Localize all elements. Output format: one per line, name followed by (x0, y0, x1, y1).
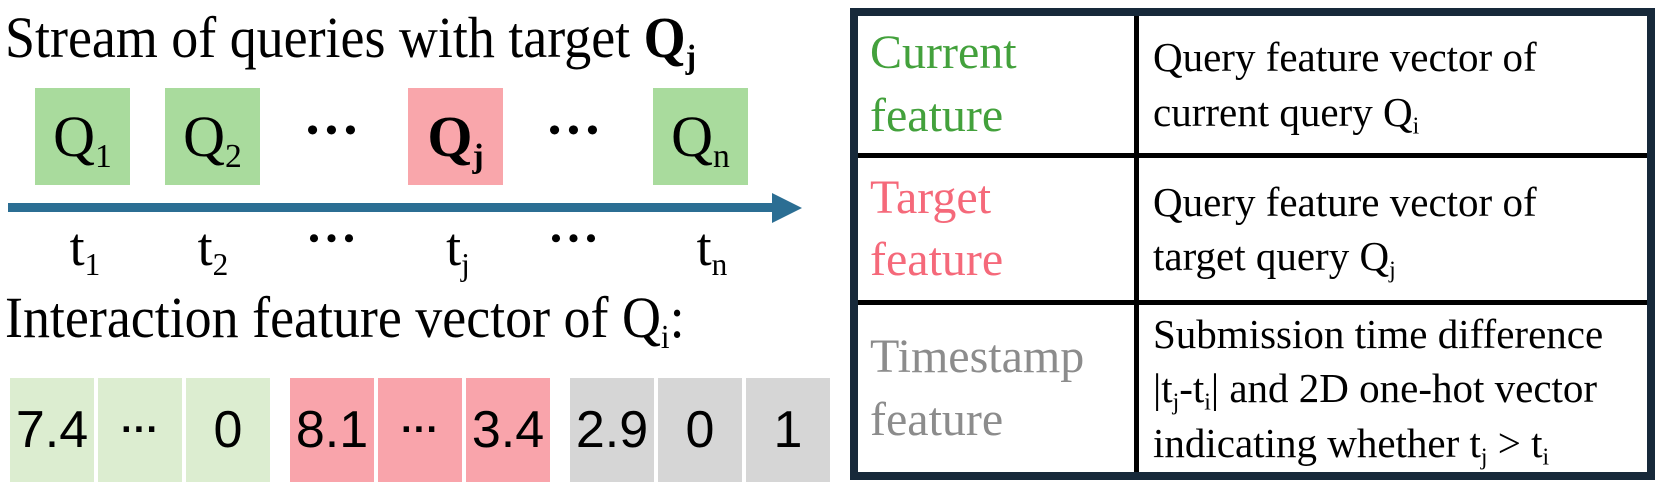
query-box-label: Q1 (53, 104, 112, 175)
interaction-vector-title: Interaction feature vector of Qi: (5, 285, 685, 356)
desc-line: indicating whether tj > ti (1153, 419, 1550, 471)
desc-line: Query feature vector of (1153, 178, 1537, 225)
feature-cell-ellipsis: ··· (98, 378, 182, 482)
query-box-label: Q2 (183, 104, 242, 175)
query-box-q2: Q2 (165, 88, 260, 185)
legend-label-timestamp-feature: Timestamp feature (858, 305, 1139, 472)
feature-cell: 0 (186, 378, 270, 482)
legend-label-target-feature: Target feature (858, 158, 1139, 305)
timestamp-label-tj: tj (446, 217, 470, 283)
desc-line: Query feature vector of (1153, 34, 1537, 81)
feature-cell: 7.4 (10, 378, 94, 482)
interaction-feature-vector: 7.4 ··· 0 8.1 ··· 3.4 2.9 0 1 (10, 378, 834, 482)
timestamp-label-t1: t1 (69, 217, 101, 283)
feature-cell: 1 (746, 378, 830, 482)
legend-desc-target-feature: Query feature vector of target query Qj (1139, 158, 1647, 305)
feature-cell: 0 (658, 378, 742, 482)
label-line: feature (870, 392, 1004, 446)
query-box-qj-target: Qj (408, 88, 503, 185)
query-box-q1: Q1 (35, 88, 130, 185)
query-stream-panel: Stream of queries with target Qj Q1 Q2 •… (5, 5, 834, 482)
desc-line: |tj-ti| and 2D one-hot vector (1153, 365, 1598, 417)
label-line: feature (870, 233, 1004, 286)
stream-title: Stream of queries with target Qj (5, 5, 697, 76)
ellipsis-dots: ••• (306, 112, 364, 149)
ellipsis-dots: ••• (548, 112, 606, 149)
query-box-label: Qj (427, 104, 484, 175)
feature-cell: 8.1 (290, 378, 374, 482)
feature-cell-ellipsis: ··· (378, 378, 462, 482)
desc-line: Submission time difference (1153, 311, 1604, 358)
feature-legend-table: Current feature Query feature vector of … (850, 8, 1655, 480)
label-line: feature (870, 88, 1004, 142)
legend-desc-timestamp-feature: Submission time difference |tj-ti| and 2… (1139, 305, 1647, 472)
label-line: Current (870, 26, 1017, 80)
desc-line: current query Qi (1153, 88, 1420, 140)
timestamp-label-tn: tn (696, 217, 728, 283)
timeline-arrowhead-icon (772, 193, 802, 223)
label-line: Target (870, 170, 992, 224)
timestamp-label-t2: t2 (197, 217, 229, 283)
timeline-axis (8, 203, 773, 212)
query-box-label: Qn (671, 104, 730, 175)
desc-line: target query Qj (1153, 233, 1396, 284)
query-box-qn: Qn (653, 88, 748, 185)
ellipsis-dots: ••• (550, 222, 604, 255)
feature-cell: 3.4 (466, 378, 550, 482)
legend-desc-current-feature: Query feature vector of current query Qi (1139, 16, 1647, 158)
ellipsis-dots: ••• (308, 222, 362, 255)
feature-cell: 2.9 (570, 378, 654, 482)
label-line: Timestamp (870, 330, 1085, 384)
legend-label-current-feature: Current feature (858, 16, 1139, 158)
